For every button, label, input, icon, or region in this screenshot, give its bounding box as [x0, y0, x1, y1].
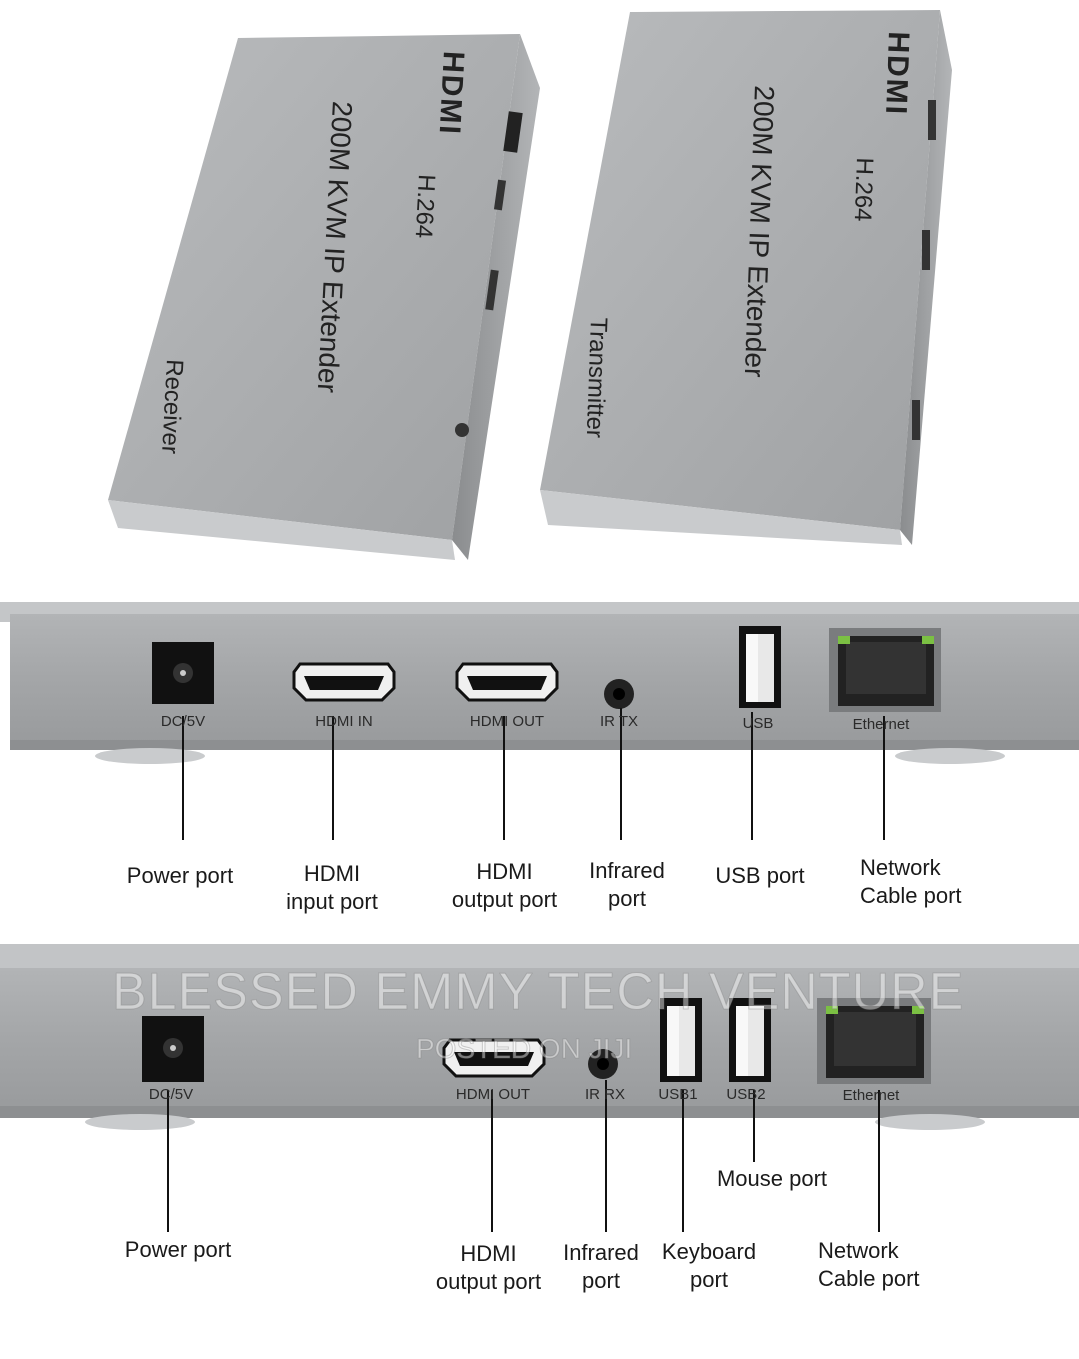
panel1-port-label-hdmi-out: HDMI OUT [469, 713, 545, 730]
panel2-callout-power: Power port [124, 1237, 232, 1262]
panel2-port-label-dc: DC/5V [148, 1086, 194, 1103]
watermark-posted-on: POSTED ON JIJI [415, 1033, 633, 1065]
panel1-port-label-dc: DC/5V [160, 713, 206, 730]
panel2-port-label-ir: IR RX [584, 1086, 625, 1103]
receiver-codec-label: H.264 [409, 173, 440, 239]
watermark-business-name: BLESSED EMMY TECH VENTURE [111, 963, 965, 1022]
panel2-port-label-usb2: USB2 [726, 1086, 766, 1103]
panel1-port-label-hdmi-in: HDMI IN [315, 713, 373, 730]
transmitter-role-label: Transmitter [580, 317, 612, 439]
panel1-port-label-ir: IR TX [599, 713, 639, 730]
panel2-port-label-ethernet: Ethernet [842, 1087, 900, 1104]
panel2-photo [0, 944, 1079, 1232]
panel1-photo [0, 602, 1079, 840]
receiver-box [108, 34, 540, 560]
panel1-port-label-usb: USB [742, 715, 774, 732]
transmitter-codec-label: H.264 [848, 157, 878, 223]
panel2-port-label-usb1: USB1 [658, 1086, 698, 1103]
panel2-callout-mouse: Mouse port [716, 1166, 828, 1191]
receiver-hdmi-logo: HDMI [432, 50, 470, 137]
transmitter-hdmi-logo: HDMI [879, 30, 915, 117]
receiver-role-label: Receiver [156, 358, 188, 455]
extender-boxes-photo [108, 10, 952, 560]
receiver-ethernet-port [503, 111, 523, 153]
panel1-callout-usb: USB port [715, 863, 805, 888]
panel2-port-label-hdmi-out: HDMI OUT [455, 1086, 531, 1103]
panel1-port-label-ethernet: Ethernet [852, 716, 910, 733]
panel1-callout-power: Power port [126, 863, 234, 888]
transmitter-box [540, 10, 952, 545]
